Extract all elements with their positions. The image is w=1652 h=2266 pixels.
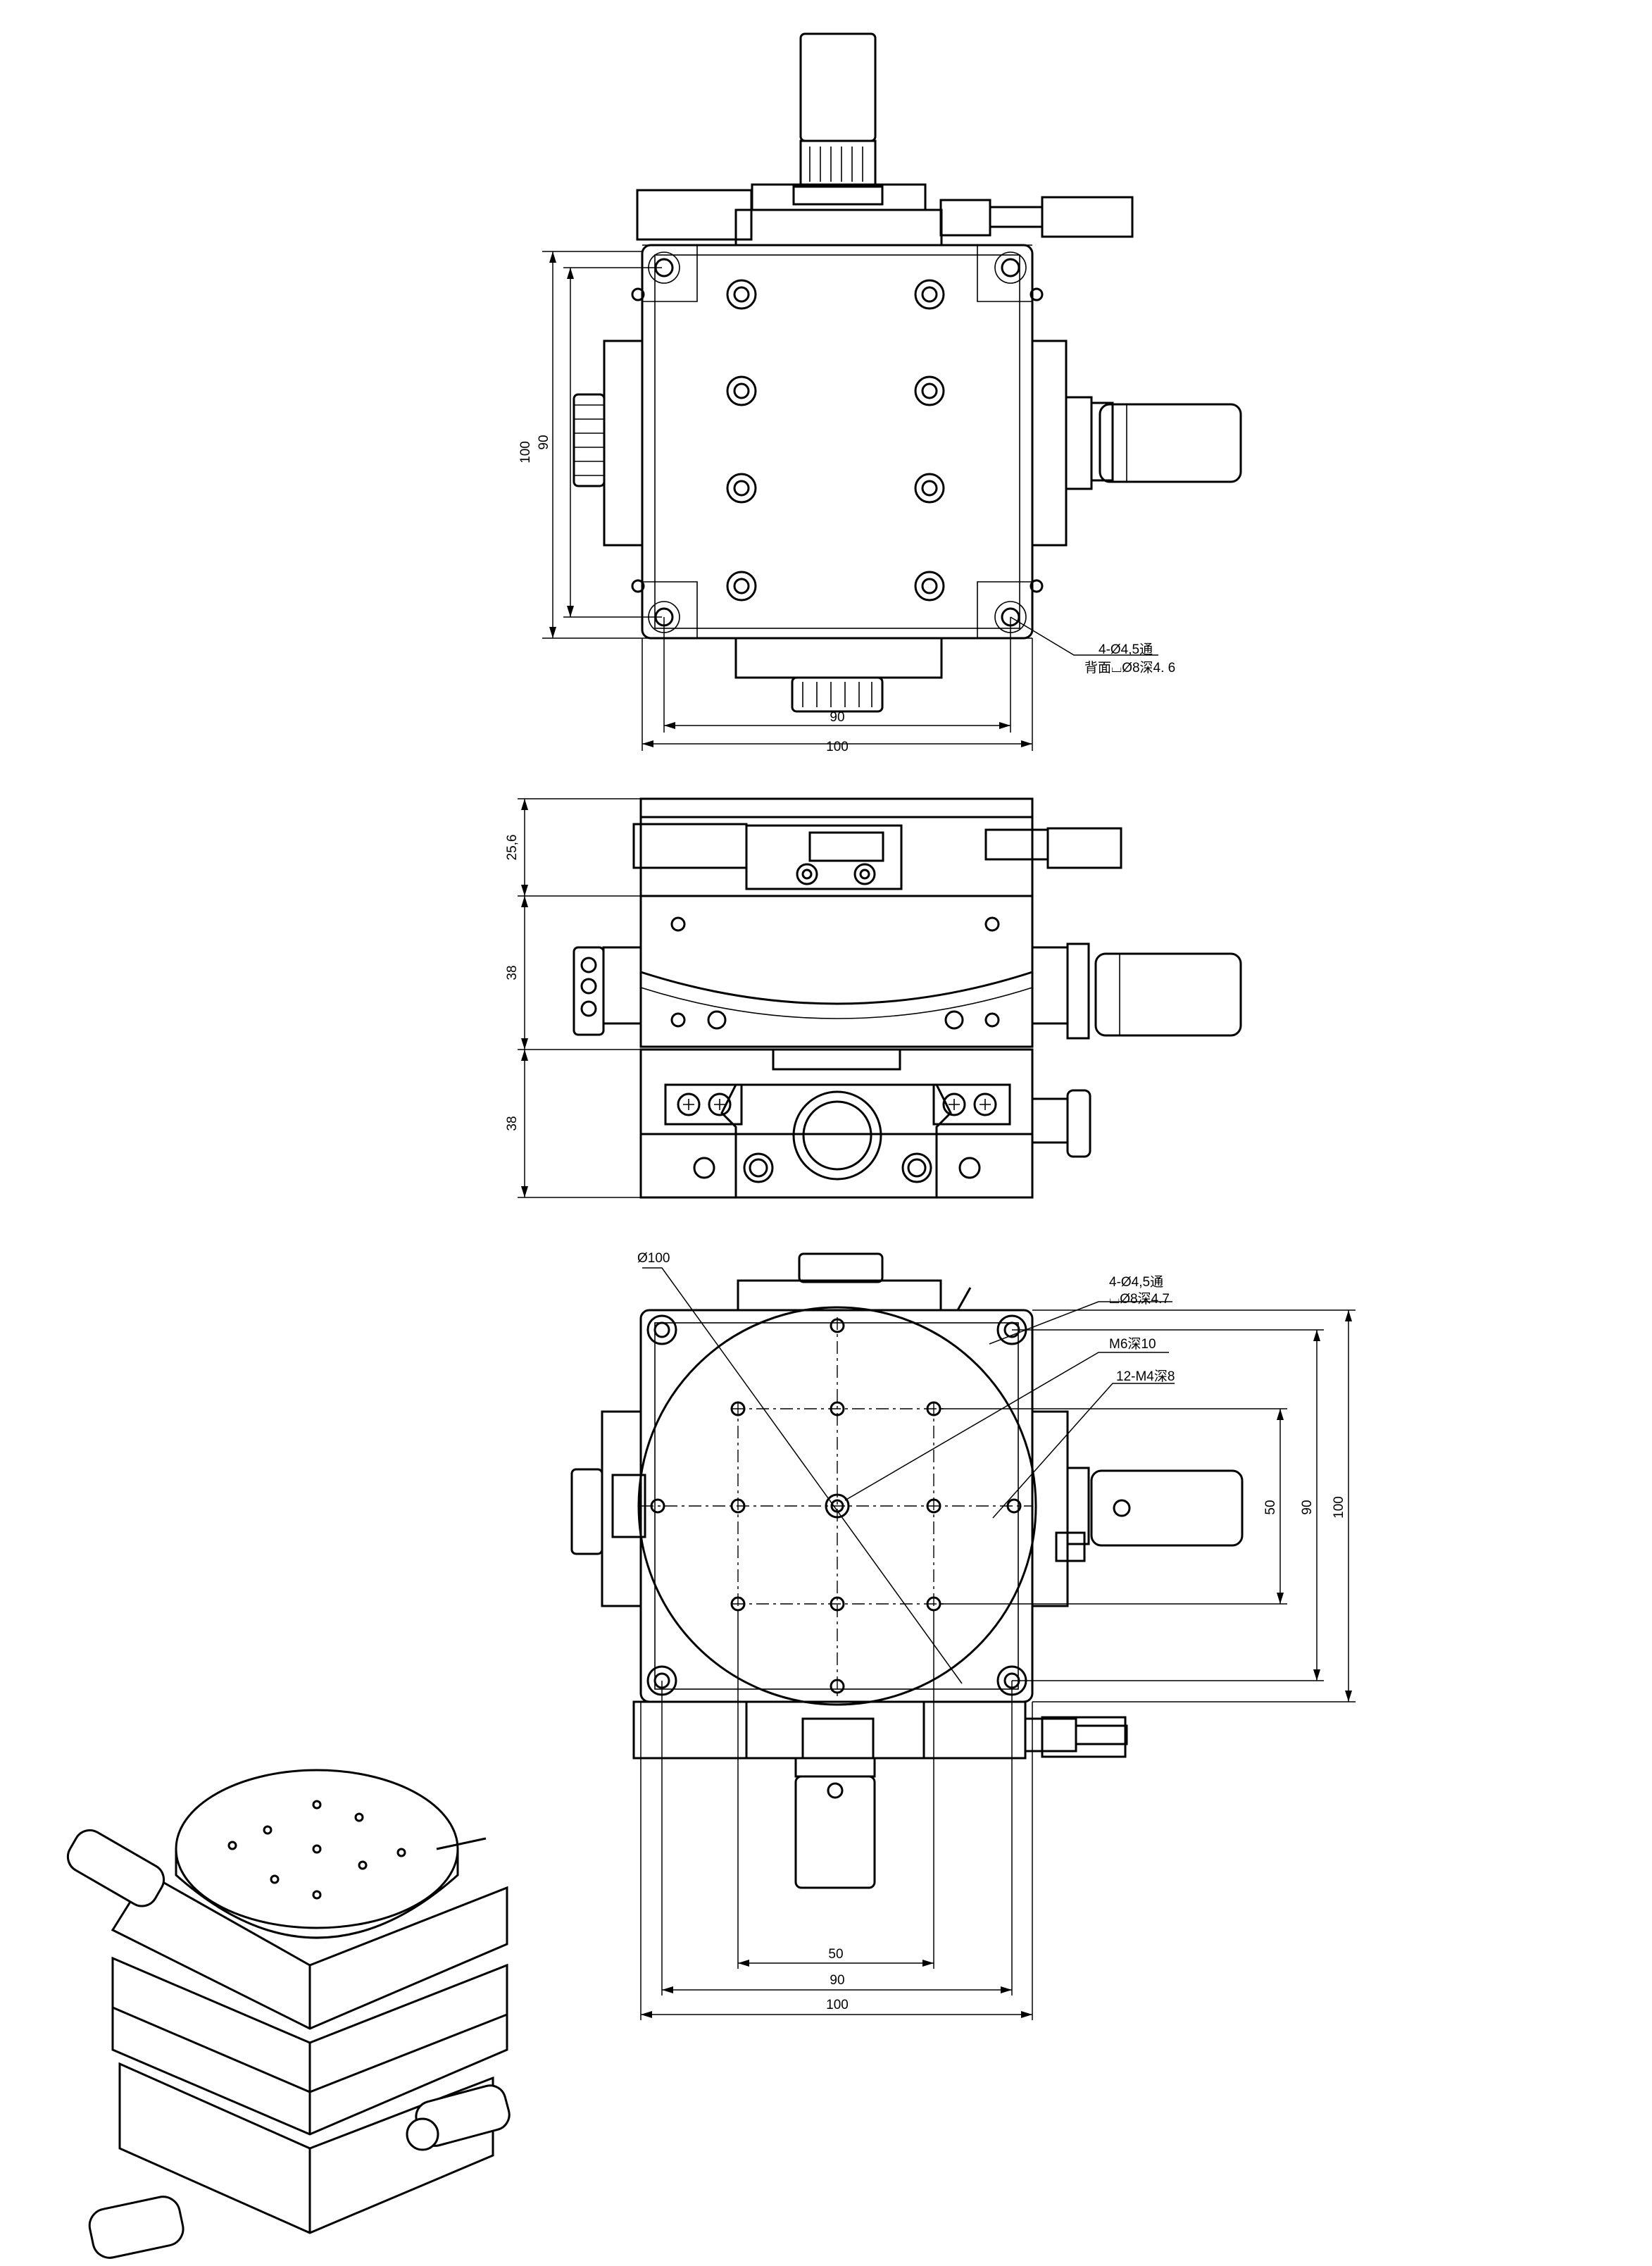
dim-diameter: Ø100: [637, 1251, 670, 1266]
callout-thread-pattern: 12-M4深8: [1116, 1369, 1175, 1384]
isometric-view: [66, 1769, 511, 2259]
callout-thru-holes: 4-Ø4,5通: [1109, 1274, 1163, 1290]
corner-hole: [994, 251, 1027, 284]
dim-v-inner: 90: [537, 435, 551, 449]
callout-center-thread: M6深10: [1109, 1336, 1156, 1352]
dim-h90: 90: [830, 1973, 844, 1988]
callout-counterbore: 背面⌴Ø8深4. 6: [1084, 660, 1175, 676]
screw-grid: [726, 279, 945, 602]
dim-v-outer: 100: [518, 441, 533, 463]
rotary-view: Ø100 4-Ø4,5通 ⌴Ø8深4.7 M6深10 12-M4深8 50 90…: [570, 1251, 1356, 2020]
dim-h-outer: 100: [826, 740, 849, 754]
dim-bottom-height: 38: [505, 1116, 520, 1131]
dim-h100: 100: [826, 1998, 849, 2012]
dim-mid-height: 38: [505, 965, 520, 980]
callout-holes: 4-Ø4,5通: [1099, 642, 1153, 657]
front-view: 25,6 38 38: [505, 797, 1242, 1199]
dim-v50: 50: [1263, 1500, 1278, 1514]
dim-h-inner: 90: [830, 710, 844, 725]
top-view: 100 90 100 90 4-Ø4,5通 背面⌴Ø8深4. 6: [518, 32, 1242, 754]
dim-v90: 90: [1300, 1500, 1315, 1514]
dim-v100: 100: [1332, 1496, 1346, 1519]
callout-counterbore: ⌴Ø8深4.7: [1109, 1291, 1170, 1307]
dim-top-height: 25,6: [505, 835, 520, 861]
dim-h50: 50: [828, 1947, 843, 1962]
